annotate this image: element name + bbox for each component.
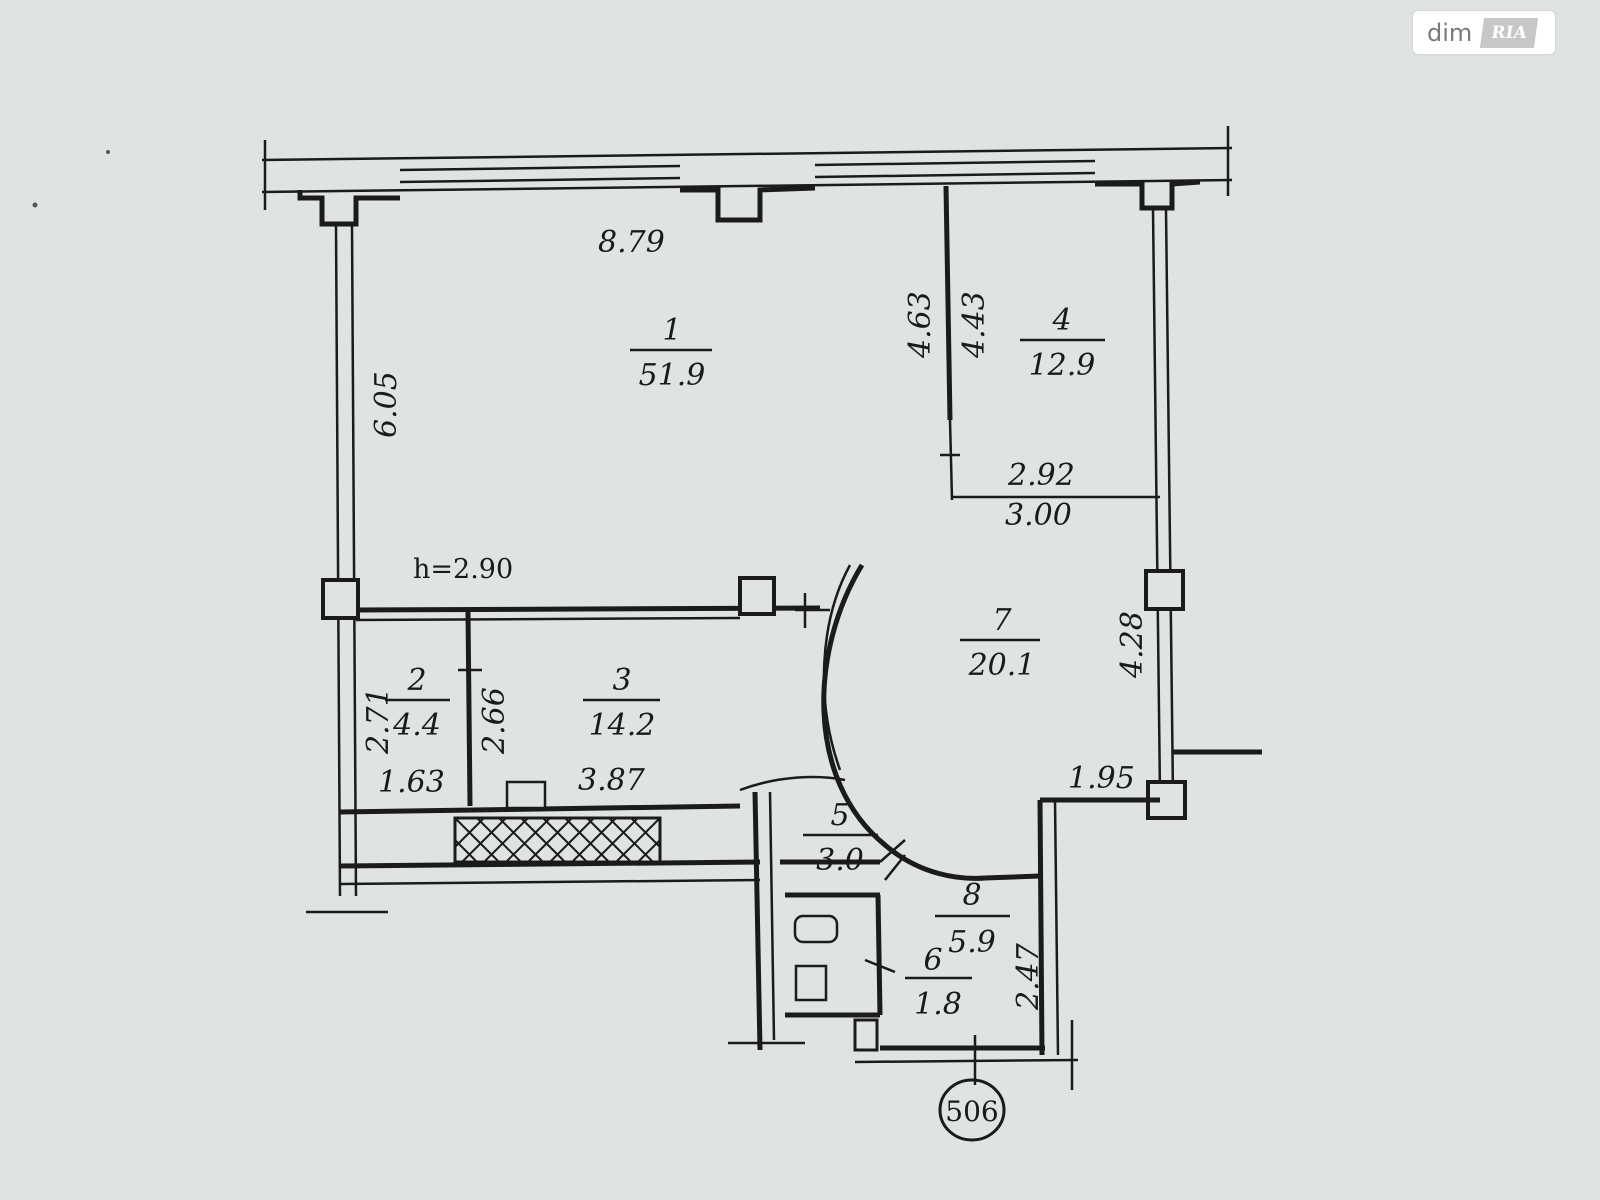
dim-room4-width-inner: 2.92	[1007, 458, 1075, 493]
room4-partition	[940, 185, 1160, 501]
dim-room4-partition-b: 4.43	[957, 291, 992, 359]
left-wall	[321, 225, 360, 897]
room-number: 2	[406, 663, 426, 698]
room-area: 51.9	[639, 358, 706, 393]
sheet-number-marker: 506	[938, 1078, 1006, 1142]
room-2-label: 2 4.4	[385, 663, 450, 743]
room-number: 1	[662, 313, 681, 348]
dim-right-height: 4.28	[1115, 611, 1150, 679]
dim-room2-width: 1.63	[378, 765, 445, 800]
dim-room4-partition-a: 4.63	[903, 291, 938, 359]
room-area: 4.4	[392, 708, 441, 743]
room-area: 5.9	[948, 925, 996, 960]
room-number: 3	[612, 663, 631, 698]
dim-room2-height: 2.71	[361, 687, 396, 755]
room-area: 3.0	[816, 843, 864, 878]
dim-room4-width-outer: 3.00	[1005, 498, 1072, 533]
dim-top-width: 8.79	[598, 225, 665, 260]
room-number: 6	[923, 943, 942, 978]
sheet-number: 506	[945, 1095, 998, 1128]
washbasin-fixture	[794, 964, 828, 1002]
ceiling-height: h=2.90	[413, 554, 513, 585]
room-number: 8	[962, 878, 981, 913]
room-3-label: 3 14.2	[583, 663, 660, 743]
room-number: 7	[992, 603, 1012, 638]
room-8-label: 8 5.9	[935, 878, 1010, 960]
hall-walls	[853, 797, 1160, 1090]
room-number: 5	[830, 798, 849, 833]
top-wall	[261, 126, 1233, 227]
middle-partition	[355, 576, 830, 807]
column-left	[321, 578, 360, 620]
bathroom-cluster	[728, 775, 906, 1051]
balcony-block	[306, 780, 761, 914]
room-1-label: 1 51.9	[630, 313, 712, 393]
dim-room8-height: 2.47	[1011, 942, 1046, 1011]
room-area: 14.2	[589, 708, 656, 743]
dim-room3-width: 3.87	[578, 763, 646, 798]
room-6-label: 6 1.8	[905, 943, 972, 1022]
sink-fixture	[505, 780, 547, 810]
dim-left-height: 6.05	[369, 371, 404, 438]
column-right	[1144, 569, 1185, 611]
room-area: 12.9	[1029, 348, 1096, 383]
curved-wall	[821, 563, 986, 881]
toilet-fixture	[793, 914, 839, 944]
room-number: 4	[1051, 303, 1071, 338]
watermark-badge: dim RIA	[1413, 11, 1555, 54]
right-wall	[1144, 209, 1262, 820]
room-7-label: 7 20.1	[960, 603, 1040, 683]
column-middle	[738, 576, 776, 616]
dim-hall-step: 1.95	[1068, 761, 1135, 796]
room-area: 20.1	[968, 648, 1036, 683]
dim-room3-height: 2.66	[477, 687, 512, 755]
room-area: 1.8	[914, 987, 962, 1022]
room-5-label: 5 3.0	[803, 798, 878, 878]
column-right-lower	[1146, 780, 1187, 820]
watermark-brand: dim	[1427, 18, 1473, 47]
room-4-label: 4 12.9	[1020, 303, 1105, 383]
